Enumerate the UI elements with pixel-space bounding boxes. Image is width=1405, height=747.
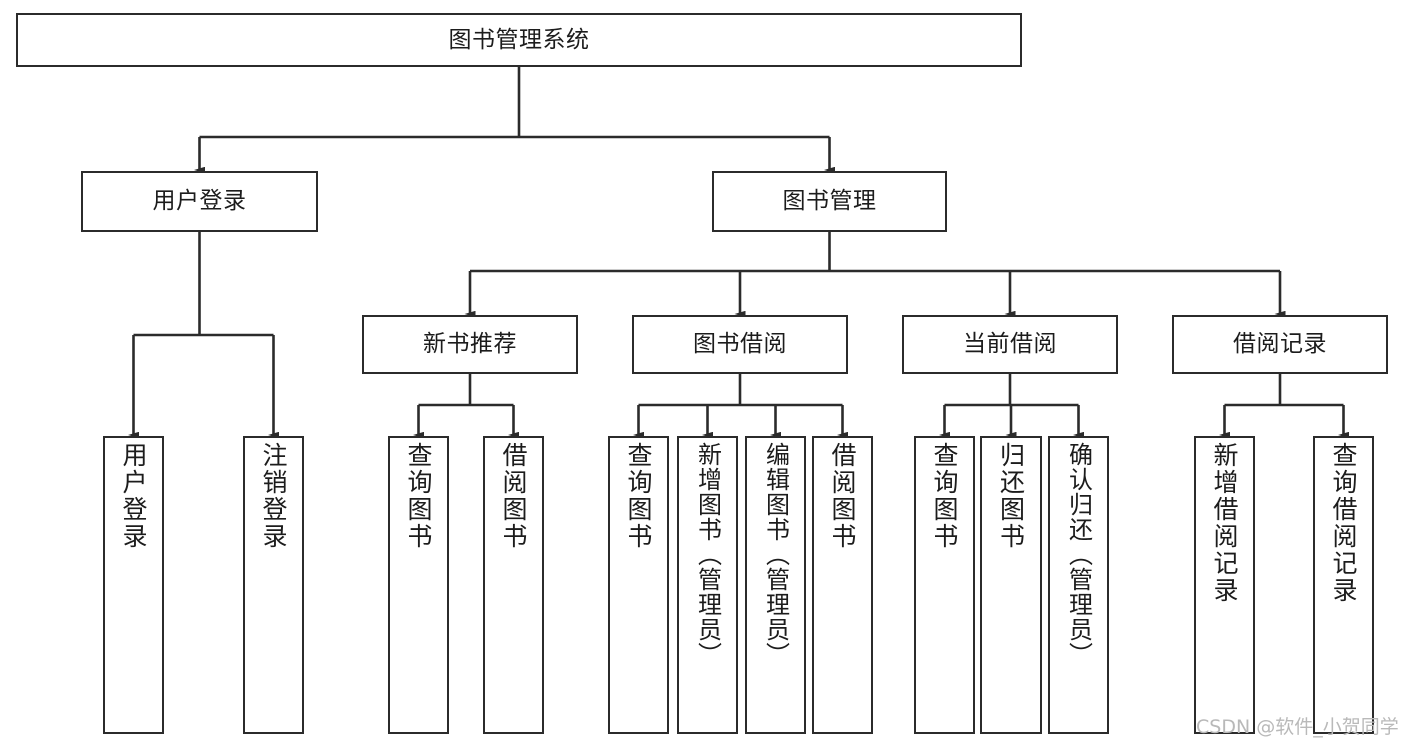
node-leaf-add-book[interactable]: 新增图书（管理员） <box>677 436 738 734</box>
node-new-book-recommend[interactable]: 新书推荐 <box>362 315 578 374</box>
node-leaf-borrow-book-1[interactable]: 借阅图书 <box>483 436 544 734</box>
node-label-leaf-user-login: 用户登录 <box>119 442 148 550</box>
node-label-new-book-recommend: 新书推荐 <box>423 331 517 358</box>
node-leaf-return-book[interactable]: 归还图书 <box>980 436 1042 734</box>
node-label-leaf-edit-book: 编辑图书（管理员） <box>761 442 790 667</box>
node-leaf-confirm-return[interactable]: 确认归还（管理员） <box>1048 436 1109 734</box>
node-current-borrow[interactable]: 当前借阅 <box>902 315 1118 374</box>
node-label-leaf-borrow-book-2: 借阅图书 <box>828 442 857 550</box>
node-book-management[interactable]: 图书管理 <box>712 171 947 232</box>
node-label-leaf-add-book: 新增图书（管理员） <box>693 442 722 667</box>
node-leaf-query-book-1[interactable]: 查询图书 <box>388 436 449 734</box>
node-label-leaf-borrow-book-1: 借阅图书 <box>499 442 528 550</box>
node-user-login[interactable]: 用户登录 <box>81 171 318 232</box>
node-label-current-borrow: 当前借阅 <box>963 331 1057 358</box>
node-leaf-logout[interactable]: 注销登录 <box>243 436 304 734</box>
node-leaf-user-login[interactable]: 用户登录 <box>103 436 164 734</box>
node-label-root: 图书管理系统 <box>448 26 590 53</box>
node-label-borrow-records: 借阅记录 <box>1233 331 1327 358</box>
node-leaf-edit-book[interactable]: 编辑图书（管理员） <box>745 436 806 734</box>
node-leaf-query-record[interactable]: 查询借阅记录 <box>1313 436 1374 734</box>
node-label-leaf-add-record: 新增借阅记录 <box>1210 442 1239 604</box>
node-label-leaf-confirm-return: 确认归还（管理员） <box>1064 442 1093 667</box>
connector-lines <box>128 67 1349 439</box>
node-leaf-add-record[interactable]: 新增借阅记录 <box>1194 436 1255 734</box>
node-leaf-borrow-book-2[interactable]: 借阅图书 <box>812 436 873 734</box>
node-label-user-login: 用户登录 <box>152 188 247 215</box>
node-label-book-management: 图书管理 <box>782 188 877 215</box>
node-label-leaf-return-book: 归还图书 <box>996 442 1026 550</box>
node-root[interactable]: 图书管理系统 <box>16 13 1022 67</box>
node-label-book-borrow: 图书借阅 <box>693 331 787 358</box>
node-leaf-query-book-2[interactable]: 查询图书 <box>608 436 669 734</box>
node-leaf-query-book-3[interactable]: 查询图书 <box>914 436 975 734</box>
node-book-borrow[interactable]: 图书借阅 <box>632 315 848 374</box>
node-borrow-records[interactable]: 借阅记录 <box>1172 315 1388 374</box>
node-label-leaf-query-book-2: 查询图书 <box>624 442 653 550</box>
node-label-leaf-logout: 注销登录 <box>259 442 288 550</box>
node-label-leaf-query-book-3: 查询图书 <box>930 442 959 550</box>
node-label-leaf-query-book-1: 查询图书 <box>404 442 433 550</box>
node-label-leaf-query-record: 查询借阅记录 <box>1329 442 1358 604</box>
